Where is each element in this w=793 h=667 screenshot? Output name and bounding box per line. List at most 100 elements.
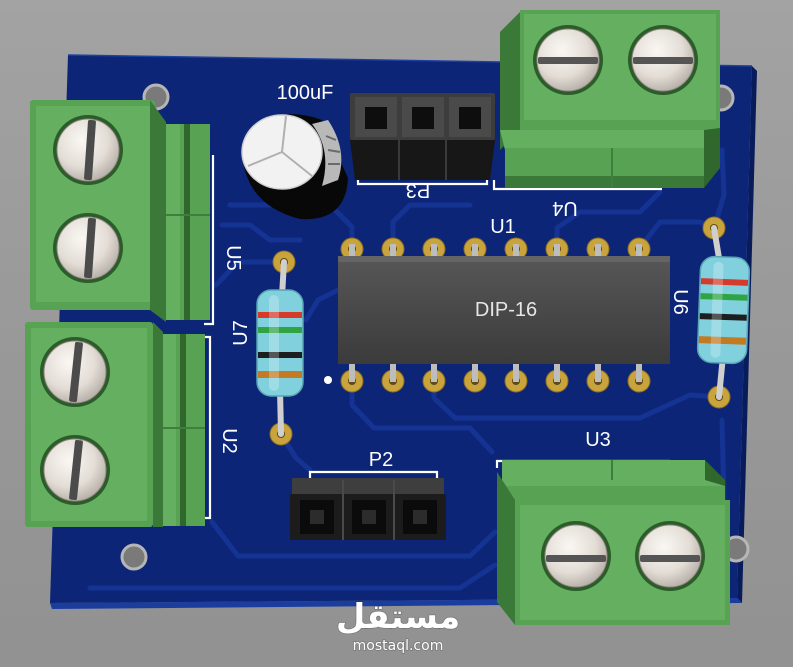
terminal-wire-entry-face (166, 124, 180, 320)
copper-trace (209, 519, 498, 559)
resistor-u6 (696, 216, 751, 409)
screw-slot (546, 555, 606, 562)
terminal-screw (533, 25, 603, 95)
terminal-wire-entry-top (502, 460, 705, 480)
terminal-screw (53, 213, 123, 283)
terminal-rib (184, 124, 190, 320)
watermark-logo: مستقل (336, 597, 460, 637)
screw-slot (69, 439, 83, 501)
terminal-screw (53, 115, 123, 185)
silkscreen-labels: 100uF P3 U4 U1 U5 U6 U7 U2 P2 U3 (218, 82, 691, 471)
resistor-highlight (269, 295, 279, 391)
ic-pin-leg (349, 362, 355, 382)
ic-pin-leg (636, 362, 642, 382)
ic-pin-leg (554, 244, 560, 258)
ic-pin-leg (472, 362, 478, 382)
copper-trace (303, 287, 341, 323)
ic-pin (381, 362, 405, 393)
ic-pin (586, 362, 610, 393)
ic-pin (463, 362, 487, 393)
terminal-wire-entry-edge (502, 480, 725, 486)
ic-pin-leg (595, 362, 601, 382)
ic-pin-leg (390, 244, 396, 258)
terminal-screw (541, 521, 611, 591)
ic-u1: DIP-16 (324, 256, 670, 384)
copper-trace (390, 202, 473, 252)
terminal-u3-label: U3 (585, 429, 611, 451)
terminal-rib (180, 334, 186, 526)
ic-body-highlight (338, 256, 670, 262)
terminal-screw (40, 435, 110, 505)
resistor-band (700, 278, 749, 286)
terminal-block-u4 (500, 10, 720, 188)
capacitor-polarity-stripe (312, 120, 342, 186)
ic-pin (422, 362, 446, 393)
ic-pin-leg (431, 244, 437, 258)
copper-trace (87, 562, 498, 591)
ic-pin-leg (513, 244, 519, 258)
watermark: مستقل mostaql.com (335, 596, 461, 655)
copper-trace (554, 189, 663, 252)
terminal-screw (628, 25, 698, 95)
header-socket-hole (365, 107, 387, 129)
terminal-side-wall (150, 100, 166, 322)
resistor-u7-label: U7 (230, 320, 252, 346)
resistor-body (696, 255, 751, 365)
terminal-block-u3 (497, 460, 730, 625)
resistor-u6-label: U6 (669, 289, 691, 315)
ic-pin-leg (349, 244, 355, 258)
ic-pin1-marker (324, 376, 332, 384)
pin-header-p3 (350, 93, 495, 180)
resistor-band (258, 352, 302, 358)
mounting-hole (120, 543, 148, 571)
silk-outline-u4 (492, 180, 662, 191)
resistor-body-shape (256, 289, 304, 397)
resistor-band (258, 312, 302, 318)
header-pin (413, 510, 427, 524)
ic-pin-leg (636, 244, 642, 258)
terminal-block-u2 (25, 322, 205, 527)
ic-pin-leg (595, 244, 601, 258)
resistor-band (258, 371, 302, 378)
resistor-highlight (710, 261, 724, 358)
header-pin (310, 510, 324, 524)
ic-pin (627, 237, 651, 261)
watermark-site: mostaql.com (353, 638, 444, 654)
ic-pin (504, 362, 528, 393)
header-body (350, 140, 495, 180)
terminal-screw (635, 521, 705, 591)
ic-pin (463, 237, 487, 261)
header-pin (362, 510, 376, 524)
terminal-wire-entry-top (500, 130, 720, 150)
header-socket-hole (459, 107, 481, 129)
resistor-band (699, 313, 747, 321)
resistor-band (698, 336, 747, 345)
ic-pin (422, 237, 446, 261)
screw-slot (633, 57, 693, 64)
capacitor-polarity-dashes (325, 135, 341, 165)
capacitor-vent (247, 115, 313, 177)
header-top (292, 478, 444, 496)
ic-pins (340, 237, 651, 393)
ic-pin-leg (554, 362, 560, 382)
screw-slot (84, 217, 96, 279)
screw-slot (84, 119, 96, 181)
ic-pin (545, 362, 569, 393)
copper-trace (213, 259, 287, 288)
header-p2-label: P2 (369, 449, 393, 471)
copper-trace (349, 378, 495, 455)
terminal-wire-entry-base (505, 176, 704, 188)
resistor-u7 (256, 250, 304, 446)
terminal-side-wall (497, 472, 515, 625)
terminal-screw (40, 337, 110, 407)
header-socket-hole (412, 107, 434, 129)
resistor-band (700, 293, 748, 301)
copper-traces (87, 147, 727, 591)
terminal-u2-label: U2 (218, 428, 240, 454)
ic-pin-leg (390, 362, 396, 382)
silk-outline-u5 (204, 155, 215, 326)
capacitor-value-label: 100uF (277, 82, 334, 104)
terminal-u4-label: U4 (552, 197, 578, 219)
screw-slot (69, 341, 83, 403)
